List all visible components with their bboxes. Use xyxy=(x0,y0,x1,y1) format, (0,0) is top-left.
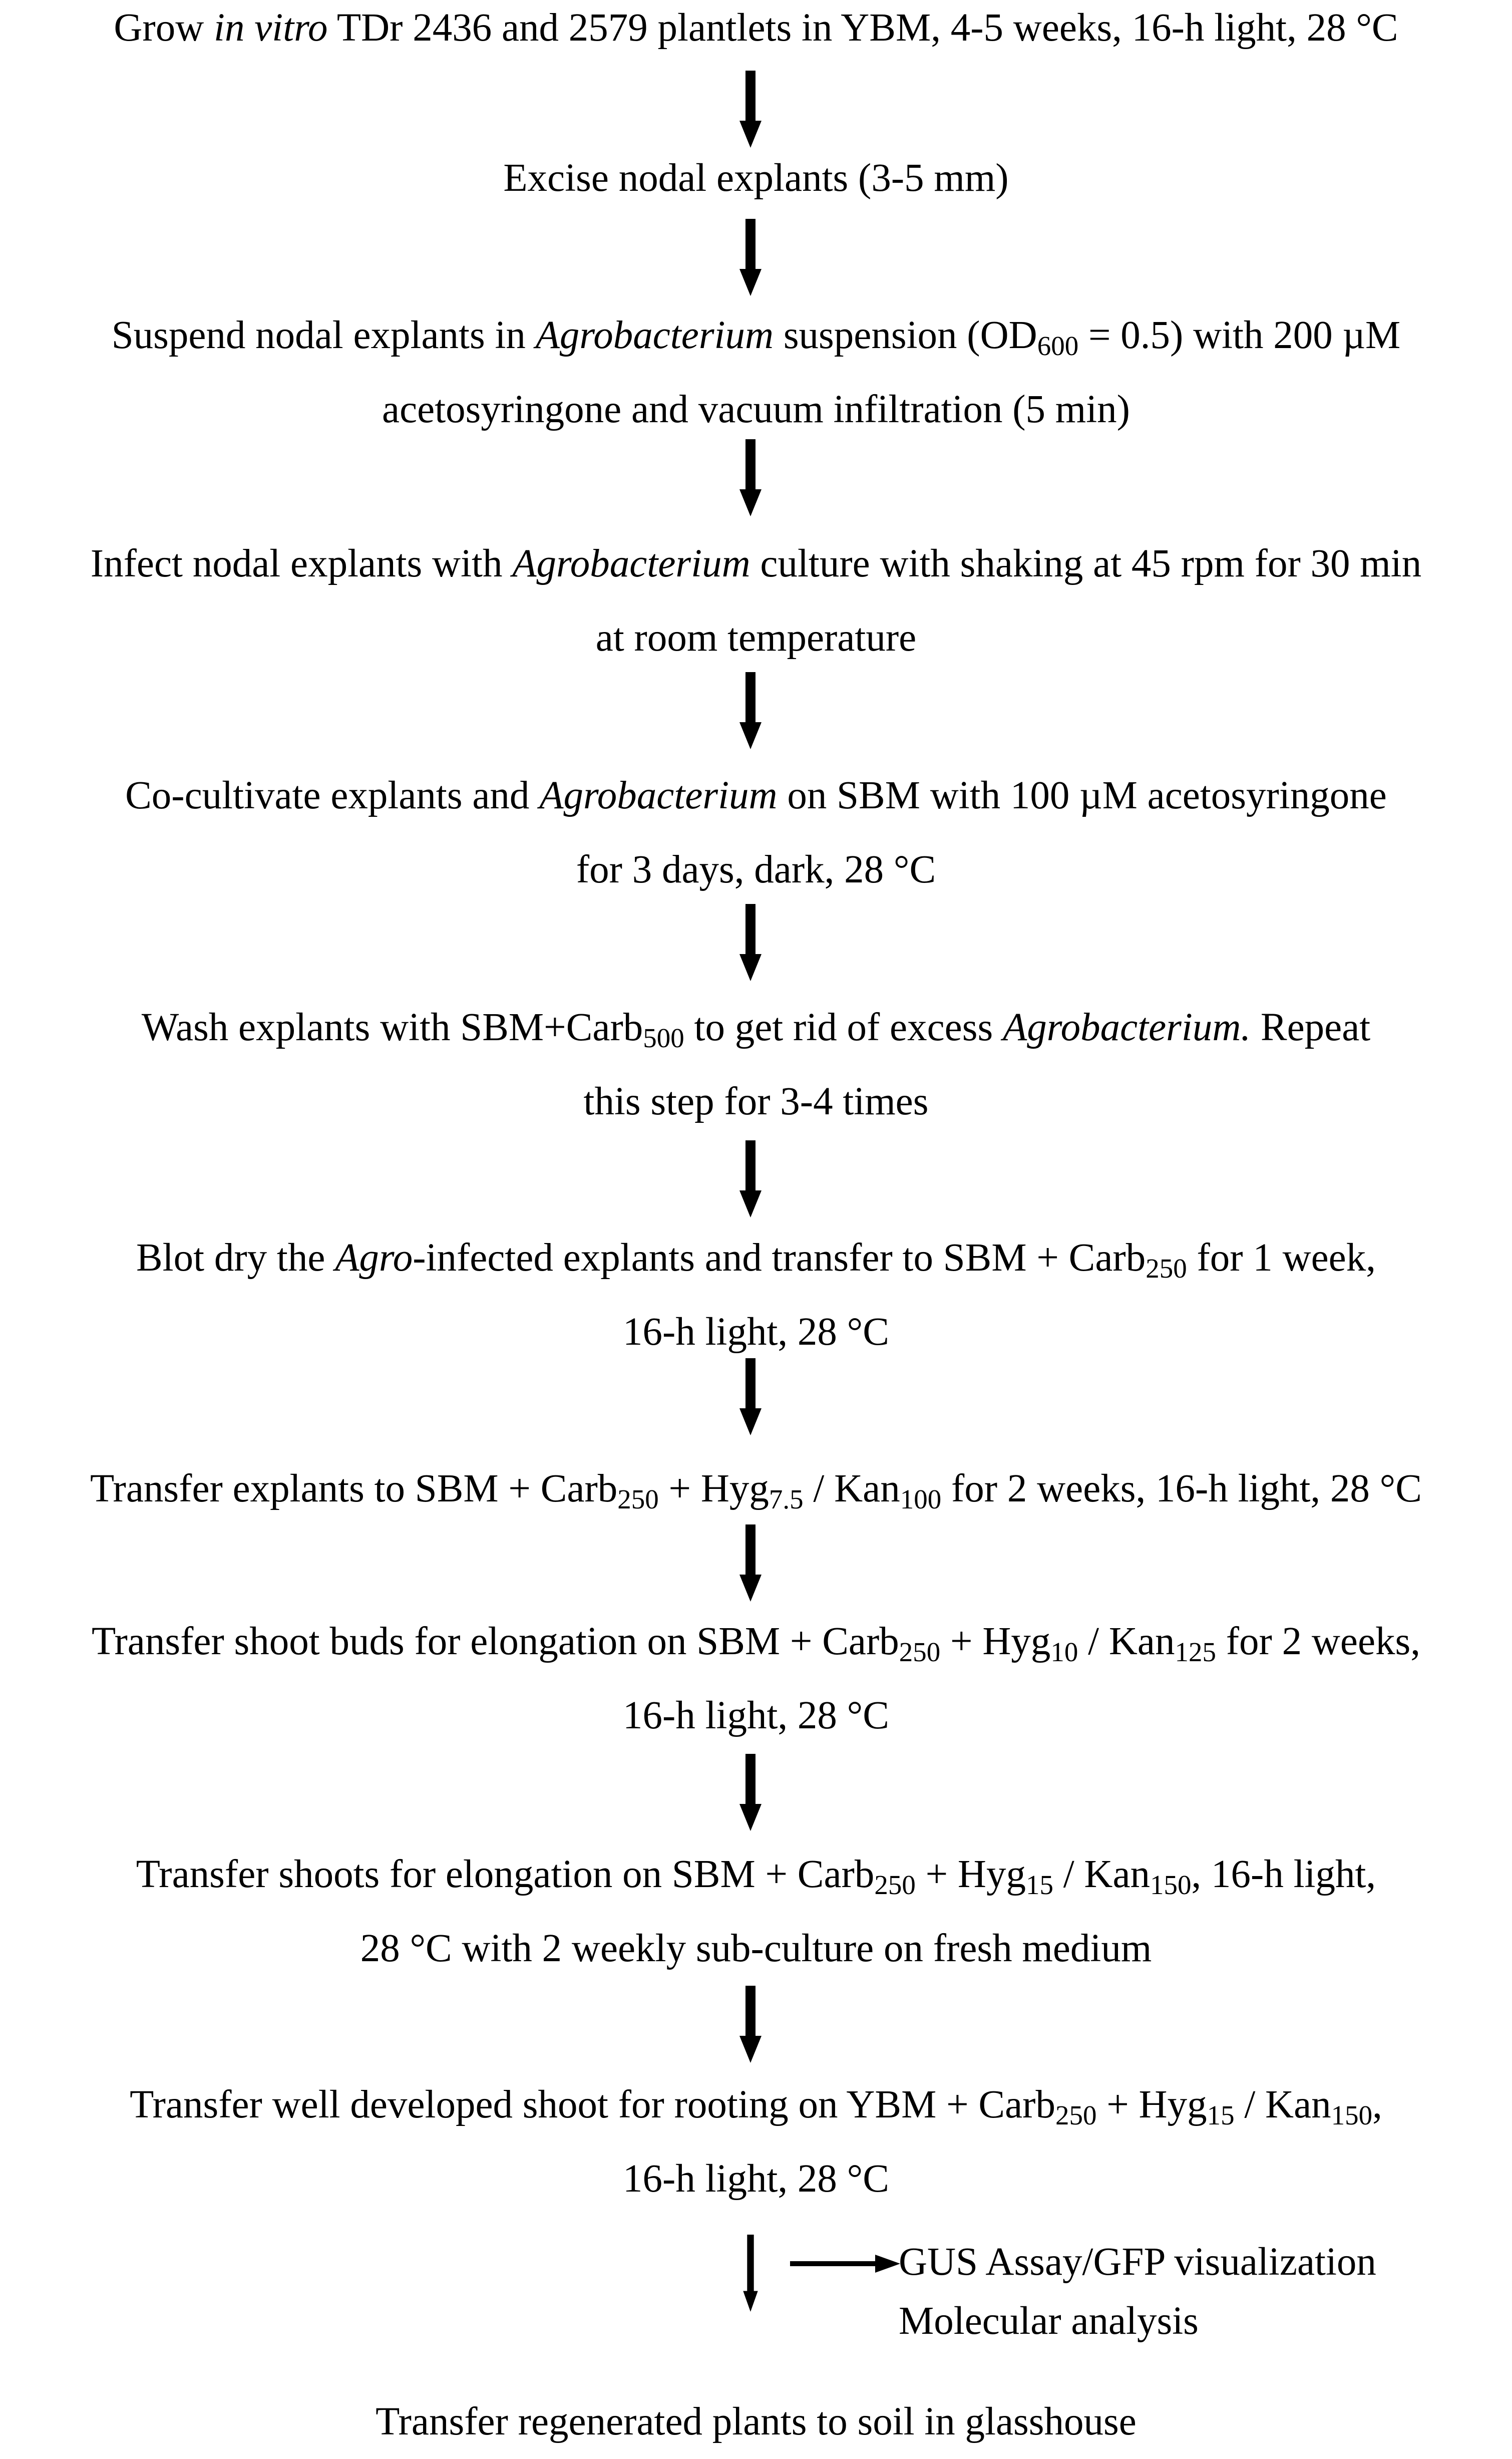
step-10-shoot-elongation: Transfer shoots for elongation on SBM + … xyxy=(136,1853,1376,1970)
down-arrow-7 xyxy=(739,1358,762,1435)
step-8-transfer-explants-selection: Transfer explants to SBM + Carb250 + Hyg… xyxy=(90,1467,1422,1514)
down-arrow-11 xyxy=(743,2235,758,2312)
side-branch-analysis: GUS Assay/GFP visualization Molecular an… xyxy=(899,2240,1376,2343)
step-9-shoot-bud-elongation: Transfer shoot buds for elongation on SB… xyxy=(91,1620,1421,1737)
down-arrow-2 xyxy=(739,219,762,296)
step-7-blot-dry-transfer: Blot dry the Agro-infected explants and … xyxy=(136,1236,1376,1354)
down-arrow-3 xyxy=(739,439,762,516)
step-3-suspend-explants: Suspend nodal explants in Agrobacterium … xyxy=(111,314,1401,431)
step-1-grow-plantlets: Grow in vitro TDr 2436 and 2579 plantlet… xyxy=(114,6,1398,50)
step-2-excise-explants: Excise nodal explants (3-5 mm) xyxy=(503,156,1009,200)
down-arrow-5 xyxy=(739,904,762,981)
step-6-wash-explants: Wash explants with SBM+Carb500 to get ri… xyxy=(141,1006,1371,1123)
down-arrow-4 xyxy=(739,672,762,749)
down-arrow-6 xyxy=(739,1140,762,1217)
right-arrow-to-analysis xyxy=(790,2255,900,2273)
step-12-transfer-to-soil: Transfer regenerated plants to soil in g… xyxy=(375,2400,1137,2443)
down-arrow-1 xyxy=(739,71,762,148)
down-arrow-10 xyxy=(739,1986,762,2063)
step-5-co-cultivate: Co-cultivate explants and Agrobacterium … xyxy=(125,774,1387,891)
step-11-rooting: Transfer well developed shoot for rootin… xyxy=(130,2083,1382,2201)
down-arrow-9 xyxy=(739,1754,762,1831)
down-arrow-8 xyxy=(739,1524,762,1602)
step-4-infect-explants: Infect nodal explants with Agrobacterium… xyxy=(90,542,1422,660)
